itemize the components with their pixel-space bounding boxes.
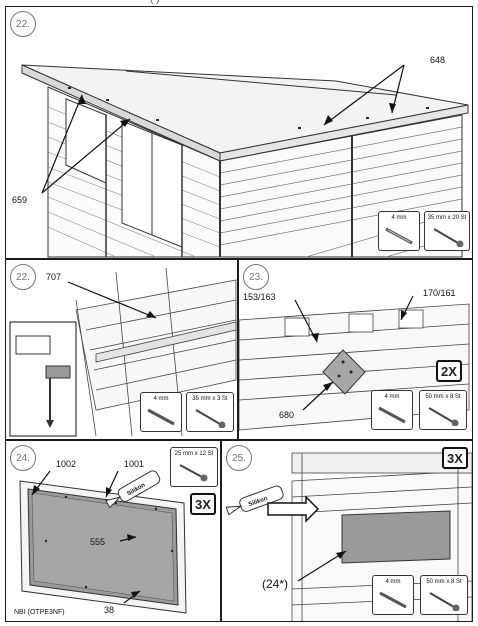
panel-step-22-rafter: 22. 707 4 mm 35 mm x 3 St — [5, 259, 238, 440]
part-label-659: 659 — [12, 195, 28, 205]
hardware-label: 4 mm — [391, 215, 407, 221]
part-label-170-161: 170/161 — [423, 288, 456, 298]
step-number: 24. — [10, 445, 36, 471]
part-label-707: 707 — [46, 272, 62, 282]
hardware-label: 50 mm x 8 St — [425, 394, 461, 400]
screw-icon — [429, 592, 460, 611]
quantity-multiplier: 3X — [190, 493, 216, 515]
hardware-screw-35mm: 35 mm x 3 St — [186, 392, 234, 432]
panel-step-24-window-pane: Silikon 24. 1002 1001 555 38 3X 25 mm x … — [5, 440, 221, 622]
screw-icon — [179, 464, 208, 482]
hardware-screw-50mm: 50 mm x 8 St — [419, 390, 467, 430]
step-number: 22. — [10, 11, 36, 37]
step-number: 22. — [10, 264, 36, 290]
hardware-drill-4mm: 4 mm — [372, 575, 414, 615]
hardware-label: 50 mm x 8 St — [426, 579, 462, 585]
hardware-drill-4mm: 4 mm — [140, 392, 182, 432]
step-number: 25. — [226, 445, 252, 471]
part-label-555: 555 — [90, 537, 106, 547]
panel-step-25-window-install: Silikon 25. (24*) 3X 4 mm 50 mm x 8 St — [221, 440, 473, 622]
drill-bit-icon — [385, 227, 413, 245]
hardware-drill-4mm: 4 mm — [378, 211, 420, 251]
hardware-label: 4 mm — [385, 579, 401, 585]
hardware-label: 35 mm x 20 St — [427, 215, 467, 221]
rafter-illustration — [9, 267, 237, 437]
silicone-tube-icon: Silikon — [225, 485, 284, 516]
panel-step-23-gable: 23. 153/163 170/161 680 2X 4 mm 50 mm x … — [238, 259, 473, 440]
screw-icon — [433, 228, 464, 247]
screw-icon — [428, 407, 459, 426]
part-label-38: 38 — [104, 605, 115, 615]
part-label-648: 648 — [430, 55, 446, 65]
window-pane-illustration: Silikon — [19, 470, 187, 614]
hardware-label: 35 mm x 3 St — [192, 396, 228, 402]
arrow-icon — [267, 495, 320, 523]
hardware-screw-50mm: 50 mm x 8 St — [420, 575, 468, 615]
part-label-680: 680 — [279, 410, 295, 420]
hardware-label: 4 mm — [153, 396, 169, 402]
part-label-24: (24*) — [262, 577, 289, 591]
panel-step-22-roof: 22. 648 659 4 mm 35 mm x 20 St — [5, 6, 473, 259]
drill-bit-icon — [379, 591, 407, 609]
hardware-label: 25 mm x 12 St — [174, 451, 214, 457]
drill-bit-icon — [378, 406, 406, 424]
screw-icon — [195, 409, 226, 428]
hardware-label: 4 mm — [384, 394, 400, 400]
hardware-drill-4mm: 4 mm — [371, 390, 413, 430]
part-label-1001: 1001 — [124, 459, 145, 469]
document-code: NBI (OTPE3NF) — [14, 609, 65, 616]
hardware-screw-25mm: 25 mm x 12 St — [170, 447, 218, 487]
quantity-multiplier: 3X — [442, 447, 468, 469]
drill-bit-icon — [147, 408, 175, 426]
step-number: 23. — [243, 264, 269, 290]
part-label-1002: 1002 — [56, 459, 77, 469]
header-fragment: ( ) — [150, 0, 159, 5]
hardware-screw-35mm: 35 mm x 20 St — [424, 211, 470, 251]
part-label-153-163: 153/163 — [243, 292, 276, 302]
quantity-multiplier: 2X — [436, 360, 462, 382]
